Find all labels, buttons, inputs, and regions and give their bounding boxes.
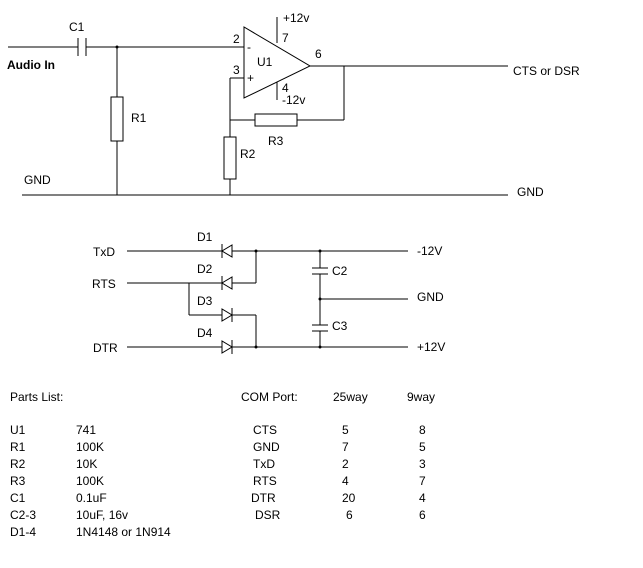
d4-label: D4 — [197, 326, 213, 340]
audio-in-label: Audio In — [7, 58, 55, 72]
com-pin-9way: 3 — [419, 457, 426, 471]
com-pin-25way: 4 — [342, 474, 349, 488]
part-ref: R2 — [10, 457, 26, 471]
com-pin-25way: 5 — [342, 423, 349, 437]
com-pin-9way: 6 — [419, 508, 426, 522]
diode-d3 — [221, 308, 233, 322]
diode-d4 — [221, 340, 233, 354]
pin4-label: 4 — [282, 81, 289, 95]
com-pin-25way: 7 — [342, 440, 349, 454]
part-ref: D1-4 — [10, 525, 37, 539]
part-value: 100K — [76, 440, 105, 454]
com-signal: CTS — [253, 423, 277, 437]
c1-label: C1 — [69, 20, 85, 34]
u1-label: U1 — [257, 55, 273, 69]
gnd-right-label: GND — [517, 185, 544, 199]
part-value: 100K — [76, 474, 105, 488]
part-value: 741 — [76, 423, 97, 437]
part-value: 1N4148 or 1N914 — [76, 525, 171, 539]
inverting-sign: - — [247, 40, 251, 54]
com-signal: GND — [253, 440, 280, 454]
com-pin-25way: 2 — [342, 457, 349, 471]
vminus-label: -12v — [282, 93, 305, 107]
junction-dot — [318, 249, 322, 253]
com-signal: TxD — [253, 457, 275, 471]
vplus-label: +12v — [283, 11, 309, 25]
r3-label: R3 — [268, 134, 284, 148]
part-value: 10K — [76, 457, 98, 471]
d1-label: D1 — [197, 230, 213, 244]
com-pin-9way: 5 — [419, 440, 426, 454]
resistor-r2 — [223, 136, 237, 180]
com-port-col-25way: 25way — [333, 390, 368, 404]
junction-dot — [254, 249, 258, 253]
parts-list-title: Parts List: — [10, 390, 64, 404]
com-signal: RTS — [253, 474, 277, 488]
neg12-label: -12V — [417, 244, 442, 258]
com-pin-25way: 6 — [346, 508, 353, 522]
diode-d1 — [221, 244, 233, 258]
d2-label: D2 — [197, 262, 213, 276]
com-port-header: COM Port: — [241, 390, 298, 404]
com-pin-9way: 7 — [419, 474, 426, 488]
r2-label: R2 — [240, 147, 256, 161]
txd-label: TxD — [93, 245, 115, 259]
junction-dot — [254, 345, 258, 349]
part-ref: U1 — [10, 423, 26, 437]
c3-label: C3 — [332, 319, 348, 333]
part-ref: R3 — [10, 474, 26, 488]
part-value: 0.1uF — [76, 491, 107, 505]
rts-label: RTS — [92, 277, 116, 291]
power-supply-circuit: TxD RTS DTR D1 D2 D3 D4 C2 C3 -12V GND +… — [92, 230, 445, 355]
pin7-label: 7 — [282, 31, 289, 45]
amplifier-circuit: C1 Audio In R1 GND GND U1 2 3 4 6 7 - + … — [7, 11, 580, 199]
part-value: 10uF, 16v — [76, 508, 129, 522]
com-pin-9way: 4 — [419, 491, 426, 505]
gnd-supply-label: GND — [417, 290, 444, 304]
junction-dot — [318, 345, 322, 349]
dtr-label: DTR — [93, 341, 118, 355]
com-signal: DSR — [255, 508, 281, 522]
pin2-label: 2 — [233, 32, 240, 46]
com-pin-9way: 8 — [419, 423, 426, 437]
part-ref: R1 — [10, 440, 26, 454]
com-pin-25way: 20 — [342, 491, 356, 505]
pin6-label: 6 — [315, 47, 322, 61]
junction-dot — [318, 297, 322, 301]
c2-label: C2 — [332, 264, 348, 278]
noninverting-sign: + — [247, 71, 254, 85]
r1-label: R1 — [131, 111, 147, 125]
resistor-r1 — [110, 96, 124, 142]
com-signal: DTR — [251, 491, 276, 505]
com-port-col-9way: 9way — [407, 390, 436, 404]
d3-label: D3 — [197, 294, 213, 308]
output-label: CTS or DSR — [513, 64, 580, 78]
diode-d2 — [221, 276, 233, 290]
circuit-schematic: C1 Audio In R1 GND GND U1 2 3 4 6 7 - + … — [7, 11, 580, 355]
part-ref: C2-3 — [10, 508, 37, 522]
pin3-label: 3 — [233, 63, 240, 77]
gnd-left-label: GND — [24, 173, 51, 187]
pos12-label: +12V — [417, 340, 445, 354]
part-ref: C1 — [10, 491, 26, 505]
resistor-r3 — [254, 113, 298, 127]
